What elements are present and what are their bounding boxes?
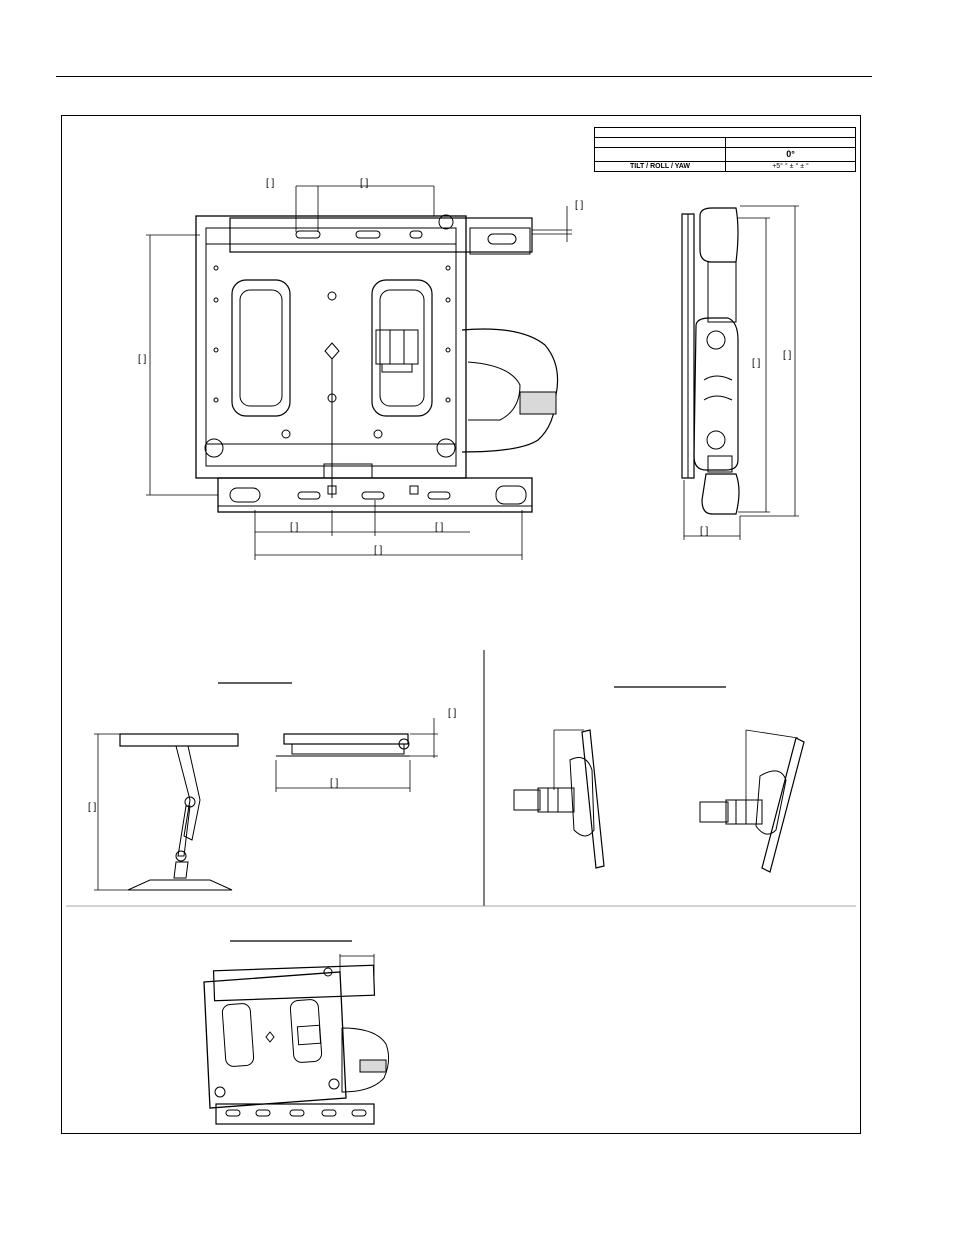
side-upper-bracket bbox=[699, 207, 739, 263]
extended-plate bbox=[119, 733, 239, 747]
front-arm-inner bbox=[467, 361, 521, 421]
side-dimensions bbox=[683, 205, 799, 540]
tilt-right-arm-end bbox=[699, 801, 729, 823]
roll-top-rail bbox=[212, 964, 376, 1002]
front-rail-slot bbox=[487, 233, 517, 245]
svg-text:[ ]: [ ] bbox=[783, 350, 792, 361]
spec-adjust-value: +5° ° ± ° ± ° bbox=[725, 161, 856, 172]
svg-text:[ ]: [ ] bbox=[360, 178, 369, 189]
front-mount-plate bbox=[195, 215, 467, 479]
roll-plate bbox=[203, 971, 347, 1109]
front-left-window bbox=[231, 279, 291, 417]
tilt-left-arm-end bbox=[513, 789, 541, 811]
extended-arm-upper bbox=[175, 745, 201, 841]
svg-text:[ ]: [ ] bbox=[330, 778, 339, 789]
front-mounting-holes bbox=[204, 214, 456, 458]
front-dim-brackets: [ ] [ ] [ ] [ ] [ ] [ ] [ ] bbox=[138, 178, 584, 556]
side-lower-bracket bbox=[701, 473, 740, 515]
svg-text:[ ]: [ ] bbox=[290, 522, 299, 533]
svg-text:[ ]: [ ] bbox=[435, 522, 444, 533]
tilt-left-arm-block bbox=[537, 787, 575, 813]
side-view: [ ] [ ] [ ] bbox=[681, 205, 799, 540]
front-top-rail bbox=[229, 217, 533, 253]
extended-arm-lower bbox=[177, 805, 191, 857]
tilt-right-bracket bbox=[755, 770, 787, 835]
top-view: [ ] [ ] [ ] bbox=[88, 682, 457, 891]
svg-text:[ ]: [ ] bbox=[575, 200, 584, 211]
front-bottom-slots bbox=[229, 485, 527, 505]
front-arm-outline bbox=[461, 328, 559, 453]
side-plate bbox=[681, 213, 695, 479]
roll-right-window bbox=[289, 999, 323, 1063]
svg-text:[ ]: [ ] bbox=[448, 708, 457, 719]
front-plate-inner bbox=[205, 227, 457, 467]
front-right-window-inner bbox=[379, 289, 425, 407]
svg-text:[ ]: [ ] bbox=[374, 545, 383, 556]
svg-text:[ ]: [ ] bbox=[700, 526, 709, 537]
svg-text:[ ]: [ ] bbox=[138, 354, 147, 365]
front-top-slots bbox=[295, 230, 423, 239]
tilt-right-arm-block bbox=[725, 799, 763, 825]
side-main-arm bbox=[693, 317, 739, 471]
tilt-left-bracket bbox=[569, 757, 595, 837]
tilt-left-plate bbox=[581, 729, 605, 869]
side-upper-arm bbox=[707, 261, 737, 323]
svg-text:[ ]: [ ] bbox=[752, 358, 761, 369]
collapsed-plate bbox=[283, 733, 409, 745]
drawing-frame bbox=[61, 115, 861, 1134]
front-center-diamond bbox=[324, 342, 340, 360]
tilt-view bbox=[513, 686, 805, 873]
side-lower-pivot bbox=[706, 430, 726, 450]
header-rule bbox=[56, 76, 872, 77]
tilt-right-plate bbox=[761, 737, 805, 873]
spec-table: 0° TILT / ROLL / YAW +5° ° ± ° ± ° bbox=[594, 127, 856, 172]
roll-view bbox=[203, 940, 390, 1125]
roll-arm bbox=[341, 1027, 390, 1093]
roll-bottom-rail bbox=[215, 1103, 375, 1125]
extended-wall-base bbox=[127, 879, 233, 891]
front-arm-shade bbox=[519, 391, 557, 415]
front-left-window-inner bbox=[239, 289, 283, 407]
front-dimensions bbox=[146, 185, 572, 560]
front-bracket bbox=[375, 329, 419, 365]
front-lower-bracket bbox=[323, 463, 373, 479]
side-upper-pivot bbox=[706, 330, 726, 350]
svg-text:[ ]: [ ] bbox=[88, 802, 97, 813]
front-view: [ ] [ ] [ ] [ ] [ ] [ ] [ ] bbox=[138, 178, 584, 560]
front-top-rail-end bbox=[469, 227, 531, 255]
svg-text:[ ]: [ ] bbox=[266, 178, 275, 189]
front-right-window bbox=[371, 279, 433, 417]
roll-left-window bbox=[221, 1003, 255, 1067]
collapsed-arm bbox=[291, 743, 405, 755]
